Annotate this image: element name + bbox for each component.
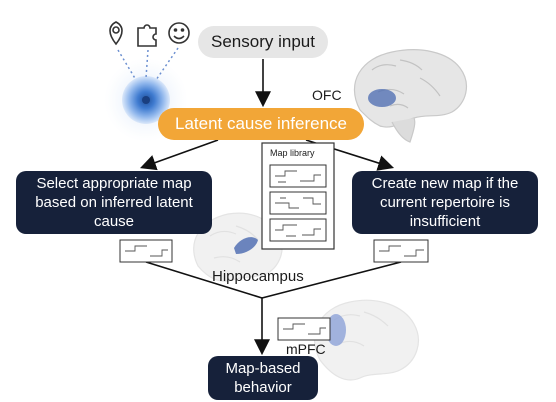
- mpfc-highlight: [326, 314, 346, 346]
- ofc-brain-image: [354, 49, 468, 143]
- converging-lines: [145, 261, 402, 299]
- create-map-node: Create new map if the current repertoire…: [352, 171, 538, 234]
- map-library-circuits: [275, 170, 321, 237]
- sensory-input-node: Sensory input: [198, 26, 328, 58]
- ofc-highlight: [368, 89, 396, 107]
- hippocampus-label: Hippocampus: [212, 268, 304, 285]
- selected-map-thumbnail: [119, 239, 173, 263]
- puzzle-piece-icon: [137, 24, 157, 47]
- hippocampus-highlight: [234, 237, 258, 254]
- new-map-thumbnail: [373, 239, 429, 263]
- mpfc-label: mPFC: [286, 341, 326, 357]
- map-based-behavior-node: Map-based behavior: [208, 356, 318, 400]
- latent-cause-inference-node: Latent cause inference: [158, 108, 364, 140]
- arrow-to-select-map: [139, 139, 219, 171]
- smiley-face-icon: [168, 22, 190, 44]
- sensory-dotted-lines: [117, 47, 179, 81]
- map-library-maps: [269, 164, 327, 242]
- select-map-node: Select appropriate map based on inferred…: [16, 171, 212, 234]
- map-library-title: Map library: [270, 148, 315, 158]
- mpfc-map-thumbnail: [277, 317, 331, 341]
- ofc-label: OFC: [312, 87, 342, 103]
- location-pin-icon: [109, 21, 123, 46]
- map-library-panel: [261, 142, 335, 250]
